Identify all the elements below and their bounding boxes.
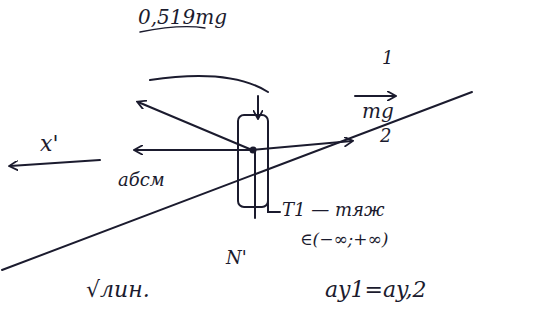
handwritten-label: 0,519mg <box>138 6 227 28</box>
body-block <box>238 115 268 207</box>
handwritten-label: 1 <box>382 48 393 68</box>
arc-mark <box>150 76 268 92</box>
force-arrow <box>252 141 352 150</box>
handwritten-label: ∈(−∞;+∞) <box>300 230 388 249</box>
force-arrow <box>138 102 252 150</box>
handwritten-label: mg <box>362 100 394 122</box>
force-arrow <box>135 149 252 151</box>
handwritten-label: T1 — тяж <box>282 200 384 220</box>
handwritten-label: aбсм <box>118 170 165 190</box>
handwritten-label: 2 <box>380 126 391 146</box>
handwritten-label: x' <box>40 132 58 156</box>
incline-line <box>2 92 472 270</box>
axis-arrow <box>10 160 100 166</box>
vector-mark <box>355 95 395 97</box>
handwritten-label: N' <box>226 248 247 268</box>
force-arrow <box>254 150 256 218</box>
center-dot <box>251 148 256 153</box>
handwritten-label: ay1=ay,2 <box>325 278 427 302</box>
tick-mark <box>268 195 280 212</box>
handwritten-label: √лин. <box>86 278 150 302</box>
force-arrow <box>257 96 259 118</box>
